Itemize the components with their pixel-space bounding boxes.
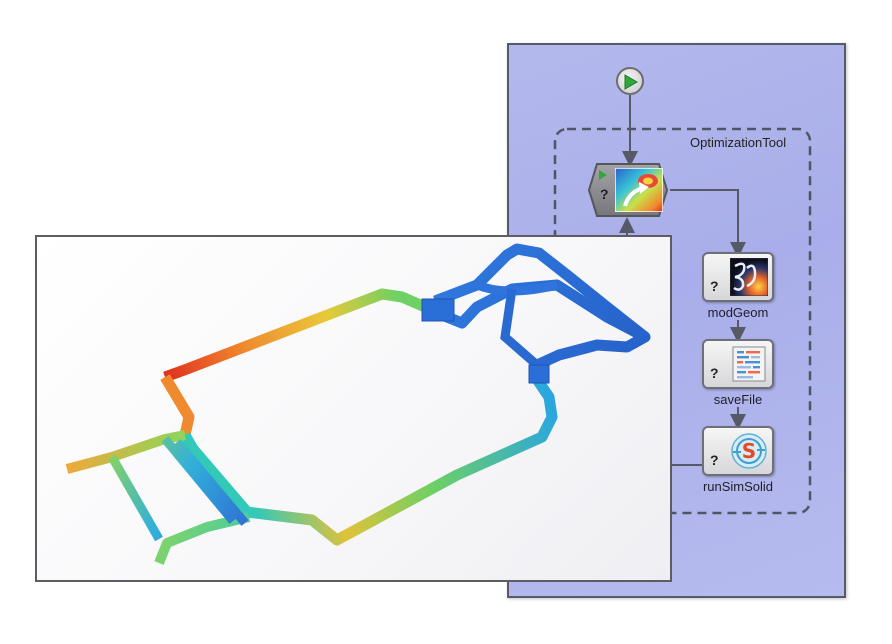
modgeom-node[interactable]: ? — [702, 252, 774, 302]
simsolid-icon: S — [731, 433, 767, 469]
runsimsolid-label: runSimSolid — [702, 479, 774, 494]
chassis-frame-contour — [65, 243, 651, 565]
savefile-status: ? — [710, 365, 719, 381]
play-icon — [624, 74, 638, 90]
optimizer-status: ? — [600, 186, 609, 202]
savefile-node[interactable]: ? — [702, 339, 774, 389]
svg-text:S: S — [742, 439, 756, 463]
runsimsolid-status: ? — [710, 452, 719, 468]
savefile-label: saveFile — [713, 392, 763, 407]
wire-optimizer-modgeom — [670, 189, 746, 258]
document-icon — [732, 346, 766, 382]
optimization-contour-icon — [615, 168, 663, 212]
model-view[interactable] — [35, 235, 672, 582]
optimizer-node[interactable]: ? — [587, 162, 669, 218]
modgeom-status: ? — [710, 278, 719, 294]
3ds-logo-icon — [730, 258, 768, 296]
runsimsolid-node[interactable]: ? S — [702, 426, 774, 476]
start-button[interactable] — [616, 67, 644, 95]
group-label: OptimizationTool — [690, 135, 787, 150]
modgeom-label: modGeom — [707, 305, 769, 320]
